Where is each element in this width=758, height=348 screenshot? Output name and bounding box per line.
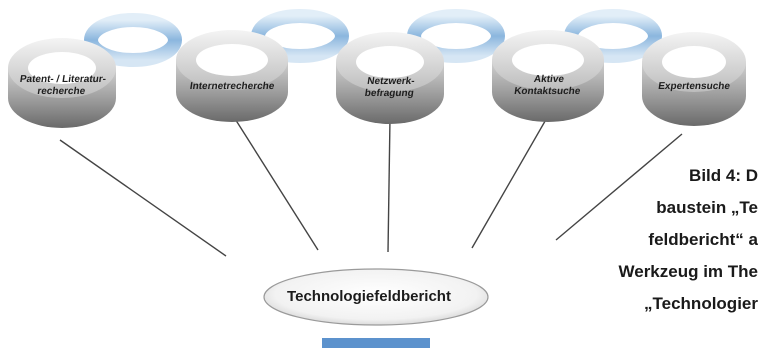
center-report xyxy=(263,268,489,348)
ring-label-internet: Internetrecherche xyxy=(189,81,276,92)
connector-line-experten xyxy=(555,133,683,241)
caption-line: Werkzeug im The xyxy=(618,262,758,281)
ring-netzwerkbefragung xyxy=(336,32,444,124)
connector-lines xyxy=(59,113,683,257)
figure-caption: Bild 4: D baustein „Te feldbericht“ a We… xyxy=(458,160,758,320)
ring-label-aktive: Aktive Kontaktsuche xyxy=(513,74,582,97)
ring-expertensuche xyxy=(642,32,746,126)
connector-line-patent xyxy=(59,139,227,257)
center-oval xyxy=(263,268,489,326)
caption-line: Bild 4: D xyxy=(689,166,758,185)
ring-internetrecherche xyxy=(176,30,288,122)
connector-line-internet xyxy=(231,113,319,251)
caption-line: „Technologier xyxy=(644,294,758,313)
ring-aktive-kontaktsuche xyxy=(492,30,604,122)
center-base-bar xyxy=(322,338,430,348)
ring-label-patent: Patent- / Literatur- recherche xyxy=(19,74,107,97)
ring-label-experten: Expertensuche xyxy=(657,81,731,92)
connector-line-aktive xyxy=(471,115,549,249)
chain-link-1 xyxy=(84,13,182,67)
ring-patent-literatur xyxy=(8,38,116,128)
method-rings xyxy=(8,30,746,128)
caption-line: baustein „Te xyxy=(656,198,758,217)
caption-line: feldbericht“ a xyxy=(648,230,758,249)
center-label: Technologiefeldbericht xyxy=(287,287,451,305)
ring-label-netzwerk: Netzwerk- befragung xyxy=(364,76,416,99)
connector-line-netzwerk xyxy=(387,117,391,253)
